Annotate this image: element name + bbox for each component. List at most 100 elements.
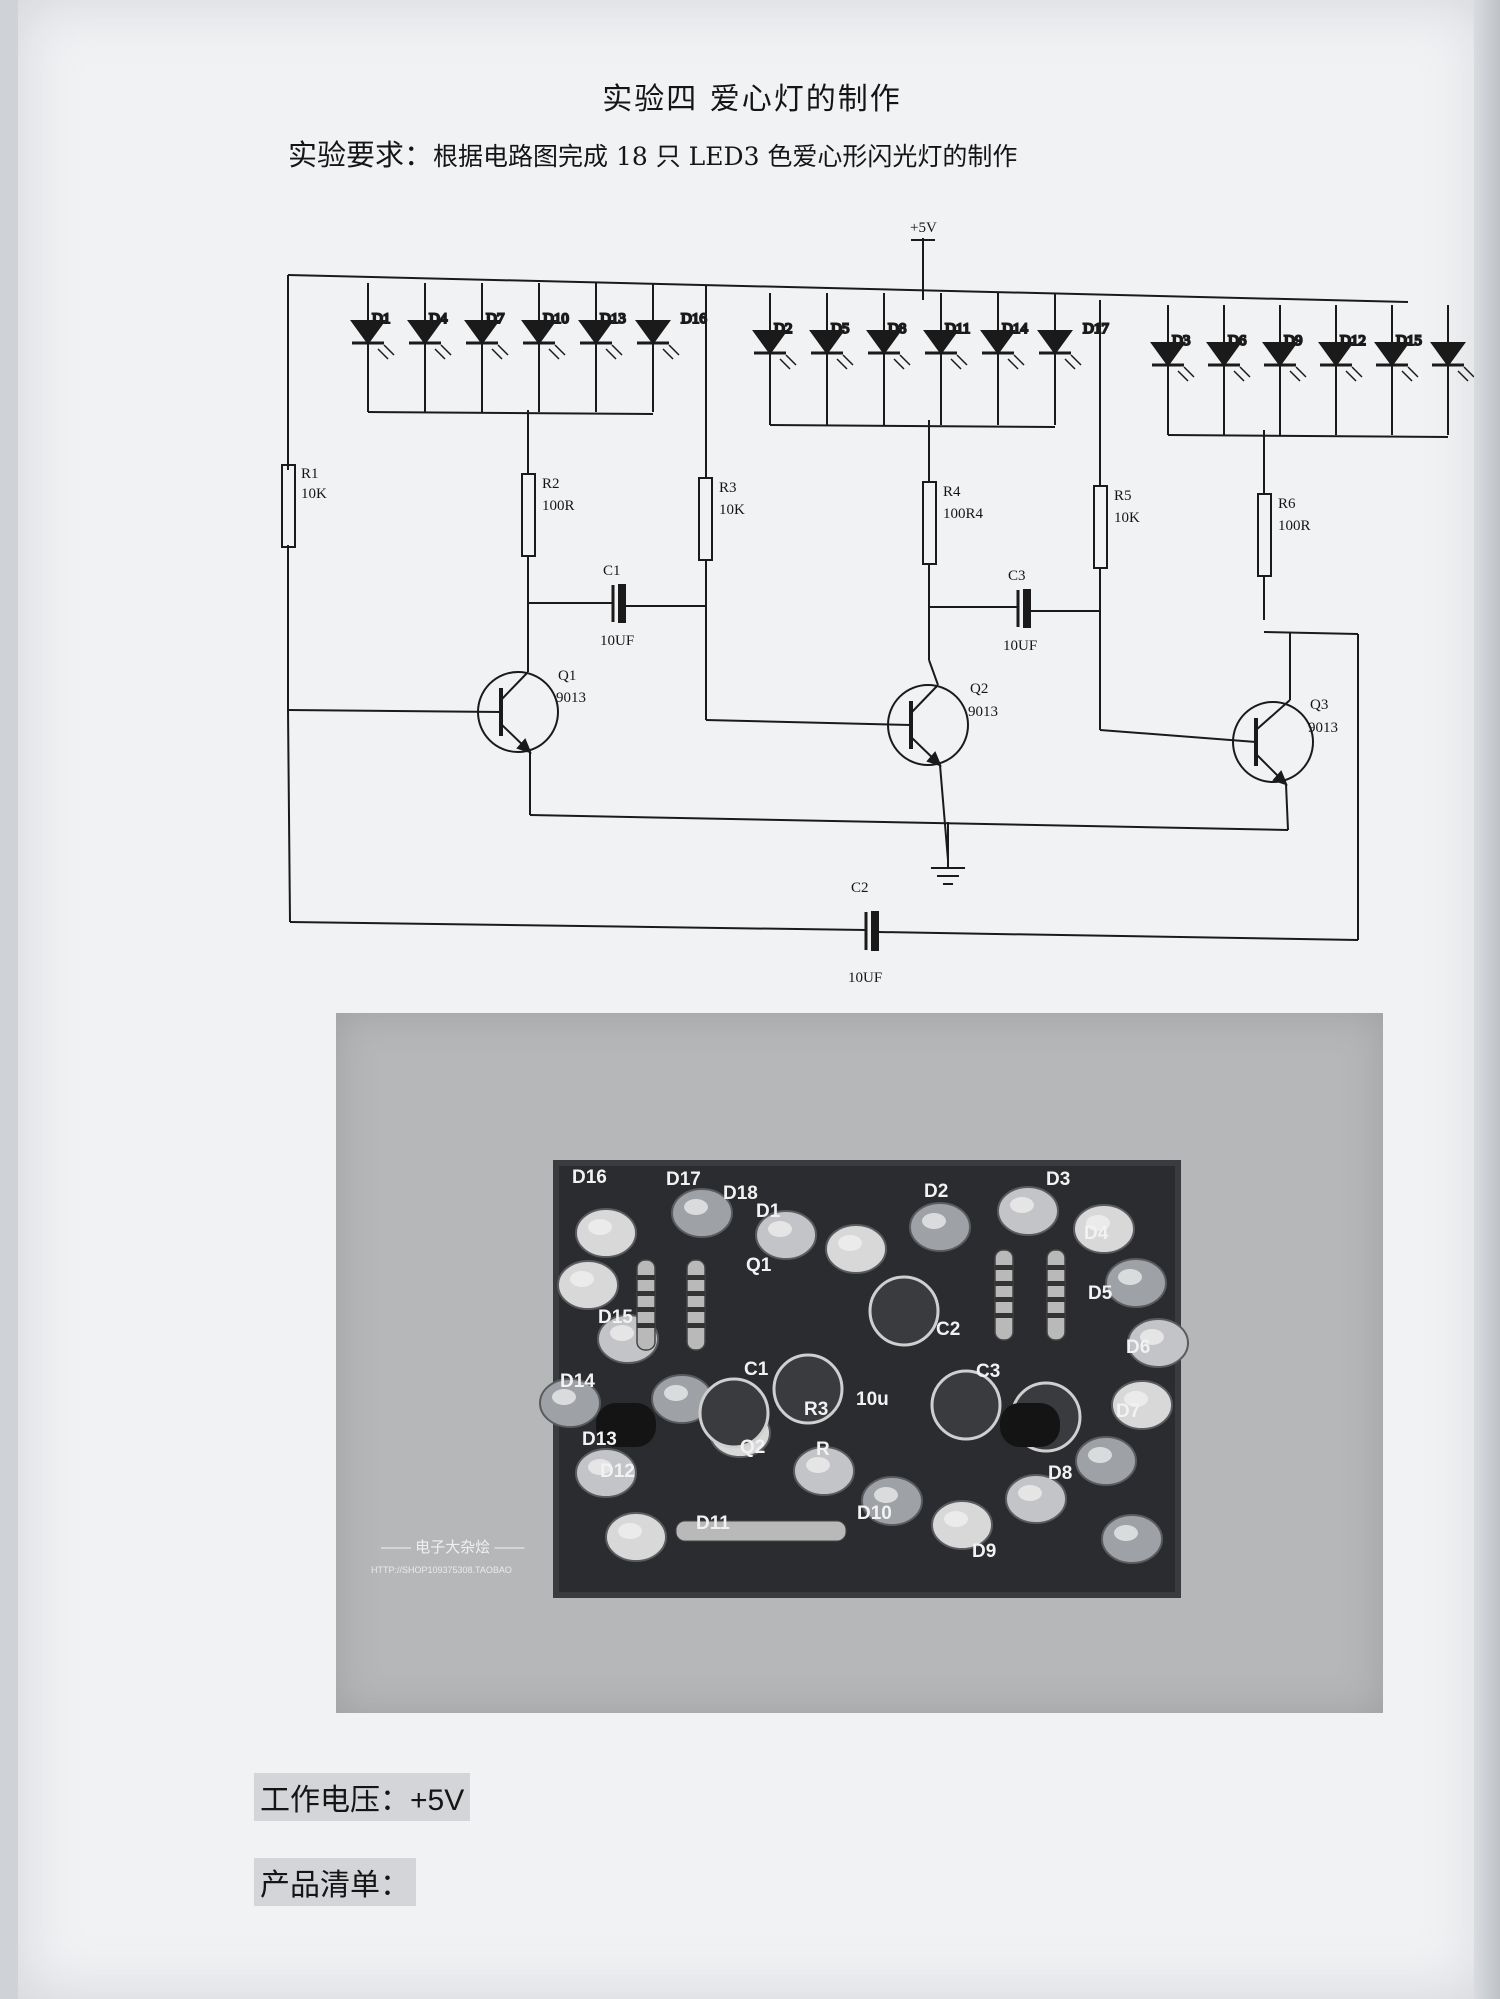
top-rail <box>287 274 1409 303</box>
led-d17: D17 <box>1037 293 1110 425</box>
led-label: D13 <box>600 311 626 327</box>
board-led <box>1073 1204 1135 1254</box>
board-label-q2: Q2 <box>740 1437 765 1458</box>
board-resistor-h <box>675 1520 847 1542</box>
board-led <box>651 1374 713 1424</box>
led-d3: D3 <box>1150 305 1195 435</box>
svg-text:R6: R6 <box>1278 496 1296 512</box>
board-led <box>1111 1380 1173 1430</box>
transistor-q3: Q3 9013 <box>1099 631 1359 831</box>
board-label-d4: D4 <box>1084 1223 1109 1244</box>
supply-label: +5V <box>910 220 937 236</box>
board-label-d9: D9 <box>972 1541 996 1562</box>
board-label-d18: D18 <box>723 1183 758 1204</box>
board-led <box>575 1448 637 1498</box>
board-label-c1: C1 <box>744 1359 769 1380</box>
board-led <box>671 1188 733 1238</box>
board-label-c3: C3 <box>976 1361 1000 1382</box>
page-edge <box>1474 0 1500 1999</box>
led-d5: D5 <box>809 293 854 425</box>
list-label: 产品清单： <box>260 1868 410 1903</box>
working-voltage: 工作电压：+5V <box>254 1773 471 1821</box>
transistor-q1: Q1 9013 <box>287 650 586 800</box>
led-label: D10 <box>543 311 569 327</box>
board-led <box>557 1260 619 1310</box>
svg-text:Q1: Q1 <box>558 668 576 684</box>
board-label-d6: D6 <box>1126 1337 1150 1358</box>
svg-text:R3: R3 <box>719 480 737 496</box>
capacitor-c1: C1 10UF <box>528 563 706 649</box>
board-led <box>1105 1258 1167 1308</box>
svg-text:R1: R1 <box>301 466 319 482</box>
requirement-label: 实验要求： <box>288 138 434 172</box>
svg-text:C3: C3 <box>1008 568 1026 584</box>
svg-text:R5: R5 <box>1114 488 1132 504</box>
board-resistor <box>1046 1249 1066 1341</box>
led-d4: D4 <box>407 283 452 412</box>
board-led <box>575 1208 637 1258</box>
watermark: —— 电子大杂烩 —— <box>381 1539 524 1556</box>
board-label-d16: D16 <box>572 1167 607 1188</box>
c2-value: 10UF <box>848 970 882 986</box>
led-label: D2 <box>774 321 792 337</box>
led-d13: D13 <box>578 283 627 412</box>
svg-text:Q3: Q3 <box>1310 697 1328 713</box>
led-label: D4 <box>429 311 448 327</box>
document-page: 实验四 爱心灯的制作 实验要求：根据电路图完成 18 只 LED3 色爱心形闪光… <box>18 0 1486 1999</box>
voltage-label: 工作电压： <box>260 1783 410 1818</box>
board-led <box>997 1186 1059 1236</box>
led-d11: D11 <box>923 293 971 425</box>
led-label: D3 <box>1172 333 1190 349</box>
svg-text:10UF: 10UF <box>600 633 634 649</box>
svg-text:9013: 9013 <box>556 690 586 706</box>
board-led <box>861 1476 923 1526</box>
board-led <box>931 1500 993 1550</box>
board-led <box>1075 1436 1137 1486</box>
svg-text:10K: 10K <box>1114 510 1140 526</box>
board-label-c2: C2 <box>936 1319 960 1340</box>
board-capacitor <box>930 1369 1002 1441</box>
board-capacitor <box>868 1275 940 1347</box>
board-label-d1: D1 <box>756 1201 781 1222</box>
board-capacitor <box>698 1377 770 1449</box>
transistor-q2: Q2 9013 <box>705 659 998 861</box>
led-d2: D2 <box>752 293 797 425</box>
page-title: 实验四 爱心灯的制作 <box>602 82 902 117</box>
capacitor-c3: C3 10UF <box>929 568 1100 654</box>
board-label-d14: D14 <box>560 1371 595 1392</box>
board-capacitor <box>772 1353 844 1425</box>
board-transistor <box>596 1403 656 1447</box>
led-label: D11 <box>945 321 970 337</box>
led-d16: D16 <box>635 283 708 412</box>
svg-text:10K: 10K <box>301 486 327 502</box>
led-d10: D10 <box>521 283 570 412</box>
led-d7: D7 <box>464 283 509 412</box>
led-label: D17 <box>1083 321 1109 337</box>
svg-text:R2: R2 <box>542 476 560 492</box>
resistor-r1: R1 10K <box>281 464 327 548</box>
board-transistor <box>1000 1403 1060 1447</box>
board-component-group <box>596 1249 1082 1542</box>
svg-text:C1: C1 <box>603 563 621 579</box>
board-label-d15: D15 <box>598 1307 633 1328</box>
board-led <box>793 1446 855 1496</box>
led-d6: D6 <box>1206 305 1251 435</box>
resistor-r5: R5 10K <box>1093 485 1140 569</box>
led-label: D15 <box>1396 333 1422 349</box>
resistor-r2: R2 100R <box>521 473 575 557</box>
c2-label: C2 <box>851 880 869 896</box>
led-label: D16 <box>681 311 707 327</box>
board-label-d8: D8 <box>1048 1463 1072 1484</box>
board-label-d7: D7 <box>1116 1401 1140 1422</box>
board-led <box>1127 1318 1189 1368</box>
led-label: D6 <box>1228 333 1247 349</box>
led-label: D8 <box>888 321 906 337</box>
led-label: D14 <box>1002 321 1028 337</box>
board-resistor <box>994 1249 1014 1341</box>
led-d12: D12 <box>1318 305 1367 435</box>
board-led <box>605 1512 667 1562</box>
